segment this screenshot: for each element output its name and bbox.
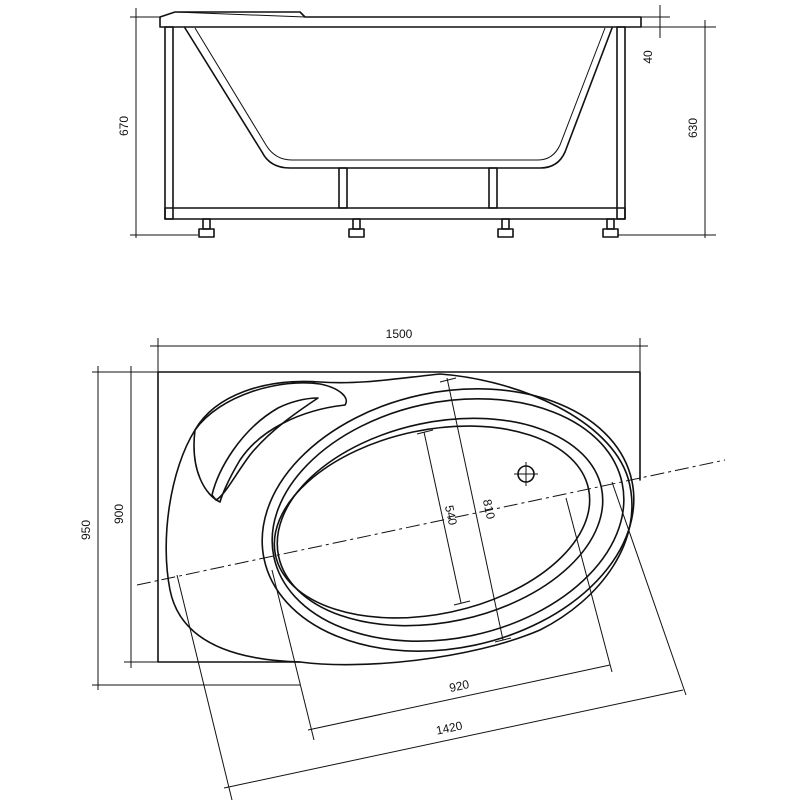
- side-rim-slope: [174, 11, 306, 18]
- side-foot-4: [602, 218, 619, 238]
- side-tub-inner: [194, 27, 606, 161]
- top-bowl-rim-outer: [261, 388, 635, 652]
- top-headrest-inner: [211, 397, 319, 501]
- side-foot-2: [348, 218, 365, 238]
- dim-height-total-label: 670: [117, 116, 131, 136]
- side-view: 670 630 40: [117, 5, 716, 238]
- top-bowl-rim-inner: [271, 397, 625, 643]
- side-rim: [159, 11, 642, 28]
- dim-bowl-length-label: 1420: [435, 718, 464, 737]
- dim-width-rim-label: 900: [112, 504, 126, 524]
- dim-bowl-inner-length-label: 920: [448, 677, 471, 695]
- drain-icon: [514, 462, 538, 486]
- dim-bowl-width: 810: [439, 377, 512, 643]
- top-center-axis: [136, 459, 726, 586]
- dim-rim-thickness: 40: [641, 5, 670, 64]
- dim-rim-thickness-label: 40: [641, 50, 655, 64]
- top-shell-outline: [165, 373, 633, 666]
- dim-height-feet-label: 630: [686, 118, 700, 138]
- top-bowl-outer: [276, 417, 604, 627]
- dim-width-total-label: 950: [79, 520, 93, 540]
- dim-bowl-width-label: 810: [480, 498, 498, 521]
- top-headrest-outer: [193, 382, 347, 503]
- top-view: 1500 950 900 810 540: [79, 327, 726, 800]
- dim-height-feet: 630: [618, 20, 716, 238]
- dim-bowl-inner-width-label: 540: [442, 504, 460, 527]
- dim-height-total: 670: [117, 8, 198, 238]
- side-foot-3: [497, 218, 514, 238]
- dim-bowl-inner-width: 540: [416, 429, 471, 606]
- side-frame-right-post: [616, 26, 626, 220]
- side-support-left: [338, 167, 348, 209]
- dim-bowl-length: 1420: [176, 481, 687, 800]
- dim-length: 1500: [150, 327, 648, 372]
- side-frame-bottom-rail: [164, 207, 626, 220]
- side-frame-left-post: [164, 26, 174, 220]
- dim-length-label: 1500: [386, 327, 413, 341]
- dim-bowl-inner-length: 920: [271, 497, 613, 741]
- side-foot-1: [198, 218, 215, 238]
- dim-width-rim: 900: [112, 366, 158, 668]
- side-support-right: [488, 167, 498, 209]
- side-tub-shell: [184, 27, 613, 169]
